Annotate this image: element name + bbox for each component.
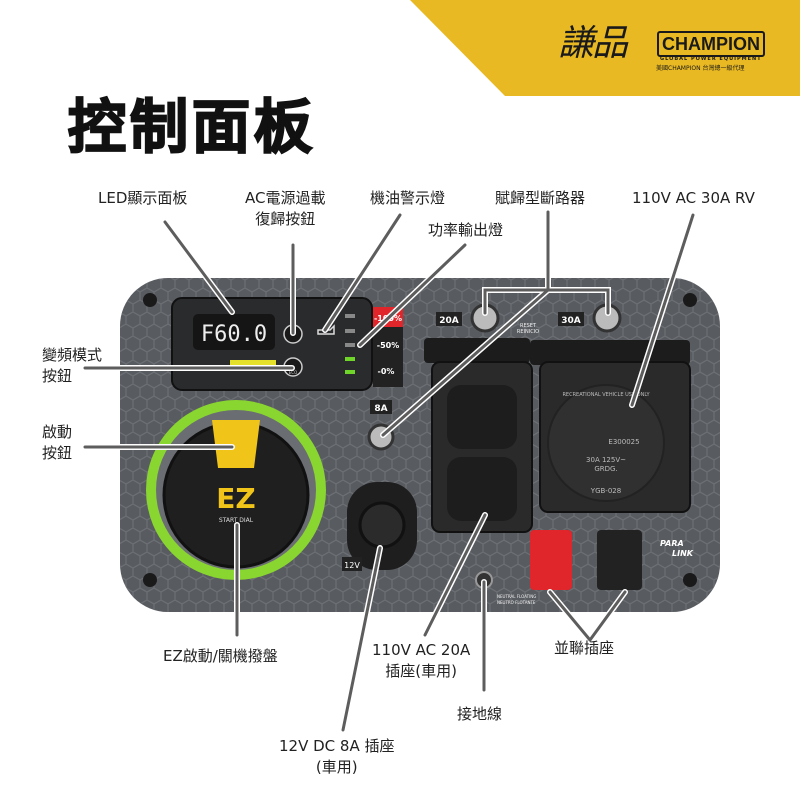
brand-tagline: GLOBAL POWER EQUIPMENT: [660, 56, 762, 62]
load-0: -0%: [378, 367, 395, 376]
reset-label-es: REINICIO: [517, 329, 539, 335]
label-ac-reset-line2: 復歸按鈕: [255, 210, 316, 228]
label-parallel: 並聯插座: [554, 639, 615, 657]
breaker-8a-tag: [370, 400, 392, 414]
label-ac-reset-line1: AC電源過載: [245, 189, 326, 207]
load-lights: [345, 314, 355, 374]
dc-socket[interactable]: [358, 501, 406, 549]
neutral-label-es: NEUTRO FLOTANTE: [497, 600, 536, 605]
label-dc-outlet: 12V DC 8A 插座 (車用): [279, 736, 394, 778]
breaker-30a-tag: [558, 312, 584, 326]
label-ac20-line1: 110V AC 20A: [372, 641, 471, 659]
breaker-30a-label: 30A: [561, 316, 581, 326]
screws: [143, 293, 697, 587]
outlet-lower[interactable]: [447, 457, 517, 521]
label-start-button: 啟動按鈕: [42, 422, 72, 464]
rv-socket[interactable]: [547, 384, 665, 502]
led-display-value: F60.0: [201, 322, 267, 347]
paralink-logo-1: PARA: [660, 539, 684, 548]
label-dc-line2: (車用): [315, 758, 358, 776]
brand-script-logo: 謙品: [558, 23, 628, 64]
display-indicator-strip: [230, 360, 276, 368]
label-inverter-line2: 按鈕: [42, 367, 73, 385]
label-start-line2: 按鈕: [42, 444, 73, 462]
label-inverter-button: 變頻模式按鈕: [42, 345, 102, 387]
breaker-8a-label: 8A: [374, 404, 387, 414]
label-ac20-line2: 插座(車用): [385, 662, 457, 680]
paralink-logo-2: LINK: [672, 549, 694, 558]
dc-label: 12V: [344, 561, 360, 570]
label-ground: 接地線: [457, 705, 503, 723]
parallel-black-terminal[interactable]: [597, 530, 642, 590]
eco-label: ECO: [289, 370, 297, 375]
rv-rating: 30A 125V~: [586, 456, 626, 464]
label-breaker: 賦歸型斷路器: [495, 189, 586, 207]
label-ac20-outlet: 110V AC 20A 插座(車用): [372, 640, 470, 682]
outlet-upper[interactable]: [447, 385, 517, 449]
breaker-20a-tag: [436, 312, 462, 326]
label-dc-line1: 12V DC 8A 插座: [279, 737, 395, 755]
label-ez-dial: EZ啟動/關機撥盤: [163, 647, 278, 665]
breaker-20a-label: 20A: [439, 316, 459, 326]
label-start-line1: 啟動: [42, 423, 73, 441]
start-button[interactable]: [212, 420, 260, 468]
load-scale: [373, 327, 403, 387]
dc-tag: [342, 557, 362, 571]
rv-code: E300025: [608, 438, 639, 446]
rv-ring-text: RECREATIONAL VEHICLE USE ONLY: [562, 392, 650, 398]
page-title: 控制面板: [67, 92, 317, 162]
label-led-panel: LED顯示面板: [98, 189, 188, 207]
ez-logo: EZ: [216, 482, 255, 515]
label-inverter-line1: 變頻模式: [42, 346, 103, 364]
rv-grdg: GRDG.: [594, 465, 617, 473]
label-power-light: 功率輸出燈: [428, 221, 504, 239]
label-ac-reset: AC電源過載復歸按鈕: [245, 188, 325, 230]
label-oil-light: 機油警示燈: [370, 189, 446, 207]
load-50: -50%: [377, 341, 399, 350]
led-display: [193, 314, 275, 350]
brand-subtitle: 美國CHAMPION 台灣總一級代理: [656, 65, 745, 72]
brand-logo: CHAMPION: [657, 31, 765, 57]
parallel-red-terminal[interactable]: [530, 530, 572, 590]
reset-label: RESET: [520, 323, 537, 329]
rv-model: YGB-028: [590, 487, 621, 495]
start-dial-label: START DIAL: [219, 517, 254, 524]
leader-lines: [82, 209, 696, 733]
neutral-label: NEUTRAL FLOATING: [497, 594, 536, 599]
label-rv-outlet: 110V AC 30A RV: [632, 189, 755, 207]
